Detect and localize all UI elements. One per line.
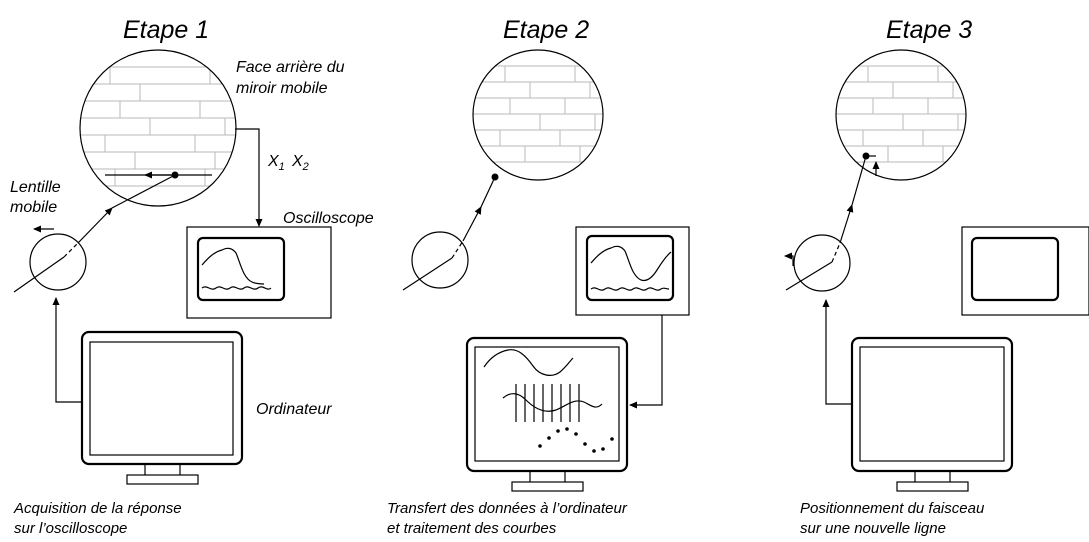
computer xyxy=(850,336,1014,492)
incident-beam xyxy=(13,256,65,293)
step-1-caption: Acquisition de la réponse xyxy=(13,500,182,517)
step-1-caption-2: sur l’oscilloscope xyxy=(14,520,127,537)
oscilloscope-label: Oscilloscope xyxy=(283,210,374,227)
mobile-lens xyxy=(411,231,469,289)
signal-x2-label: X2 xyxy=(291,153,309,173)
signal-x1-label: X1 xyxy=(267,153,285,173)
mirror-back-face xyxy=(472,49,604,181)
incident-beam xyxy=(785,261,833,291)
oscilloscope xyxy=(575,226,690,316)
step-1-title: Etape 1 xyxy=(123,16,209,44)
signal-arrow xyxy=(235,128,263,227)
step-1: Etape 1 xyxy=(10,16,374,537)
step-2-caption-2: et traitement des courbes xyxy=(387,520,557,537)
oscilloscope xyxy=(961,226,1089,316)
incident-beam xyxy=(402,257,453,291)
step-3-title: Etape 3 xyxy=(886,16,972,44)
lens-label-2: mobile xyxy=(10,199,57,216)
mobile-lens xyxy=(29,233,87,291)
step-3: Etape 3 xyxy=(784,16,1089,537)
step-2-title: Etape 2 xyxy=(503,16,589,44)
control-arrow xyxy=(822,299,852,405)
mirror-back-face xyxy=(835,49,967,181)
computer xyxy=(465,336,629,492)
step-3-caption-2: sur une nouvelle ligne xyxy=(800,520,946,537)
step-2-caption: Transfert des données à l’ordinateur xyxy=(387,500,628,517)
oscilloscope xyxy=(186,226,332,319)
step-2: Etape 2 xyxy=(387,16,690,537)
lens-label: Lentille xyxy=(10,179,61,196)
step-3-caption: Positionnement du faisceau xyxy=(800,500,985,517)
computer-label: Ordinateur xyxy=(256,401,332,418)
control-arrow xyxy=(52,297,82,403)
mirror-label-2: miroir mobile xyxy=(236,80,328,97)
lens-move-arrow xyxy=(784,252,794,266)
mobile-lens xyxy=(793,234,851,292)
computer xyxy=(80,330,244,485)
transfer-arrow xyxy=(629,315,663,409)
mirror-label: Face arrière du xyxy=(236,59,345,76)
